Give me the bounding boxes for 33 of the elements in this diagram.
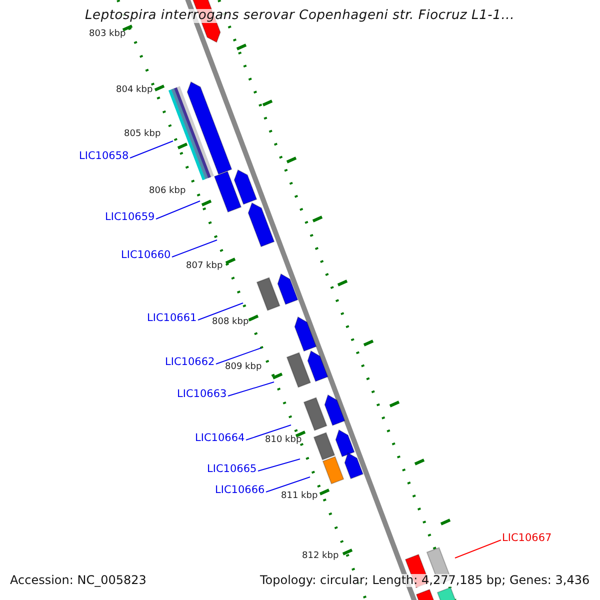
leader-line <box>130 140 174 158</box>
gene-label: LIC10661 <box>147 313 197 325</box>
leader-line <box>156 200 200 220</box>
gene-label: LIC10662 <box>165 357 215 369</box>
scale-label: 811 kbp <box>281 492 318 502</box>
accession-note: Accession: NC_005823 <box>10 574 146 588</box>
gene-label: LIC10665 <box>207 464 257 476</box>
leader-line <box>216 348 262 364</box>
scale-label: 808 kbp <box>212 318 249 328</box>
scale-label: 807 kbp <box>186 262 223 272</box>
leader-line <box>246 424 292 440</box>
leader-line <box>198 302 244 320</box>
scale-label: 806 kbp <box>149 187 186 197</box>
gene-label: LIC10659 <box>105 212 155 224</box>
gene-label: LIC10658 <box>79 151 129 163</box>
leader-line <box>454 540 502 558</box>
scale-label: 805 kbp <box>124 130 161 140</box>
leader-line <box>172 240 218 258</box>
scale-label: 803 kbp <box>89 30 126 40</box>
scale-label: 809 kbp <box>225 363 262 373</box>
leader-line <box>258 458 300 472</box>
gene-label: LIC10667 <box>502 533 552 545</box>
gene-label: LIC10666 <box>215 485 265 497</box>
scale-label: 810 kbp <box>265 436 302 446</box>
gene-label: LIC10664 <box>195 433 245 445</box>
scale-label: 804 kbp <box>116 86 153 96</box>
title: Leptospira interrogans serovar Copenhageni str. Fiocruz L1-1... <box>85 9 515 24</box>
leader-line <box>228 382 274 396</box>
gene-label: LIC10663 <box>177 389 227 401</box>
gene-label: LIC10660 <box>121 250 171 262</box>
scale-label: 812 kbp <box>302 552 339 562</box>
leader-line <box>266 476 310 492</box>
topology-note: Topology: circular; Length: 4,277,185 bp; Genes: 3,436 <box>260 574 590 588</box>
